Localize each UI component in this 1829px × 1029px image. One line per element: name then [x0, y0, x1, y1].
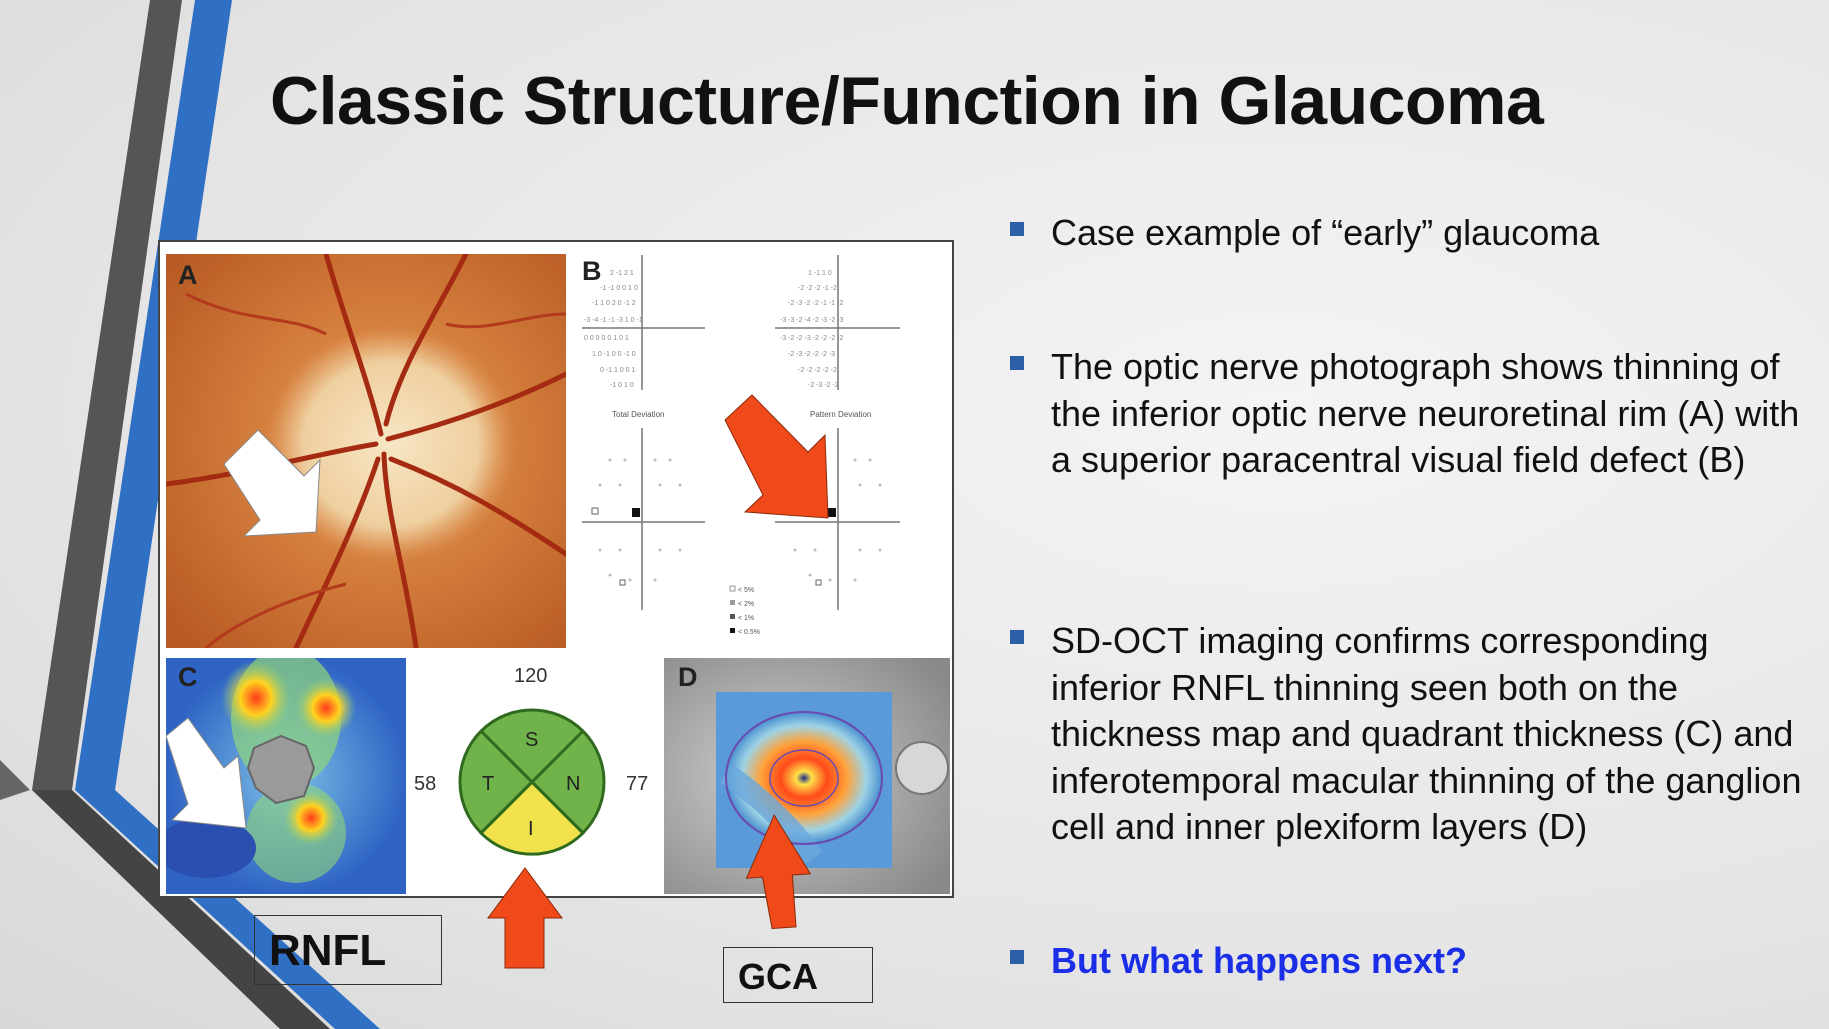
- bullet-text: SD-OCT imaging confirms corresponding in…: [1051, 620, 1802, 847]
- svg-text:1 -1 1 0: 1 -1 1 0: [808, 270, 832, 277]
- panel-label-d: D: [678, 662, 698, 692]
- svg-text:-1 1 0 2 0 -1 2: -1 1 0 2 0 -1 2: [592, 300, 636, 307]
- rnfl-tag: RNFL: [254, 915, 442, 985]
- svg-text:-3 -4 -1 -1 -3 1 0 -1: -3 -4 -1 -1 -3 1 0 -1: [584, 317, 643, 324]
- legend-item-1: < 5%: [738, 587, 754, 594]
- slide-title: Classic Structure/Function in Glaucoma: [270, 63, 1544, 139]
- svg-text:-2 -3 -2 -2 -2 -3: -2 -3 -2 -2 -2 -3: [788, 351, 835, 358]
- svg-text:-2 -2 -2 -2 -2: -2 -2 -2 -2 -2: [798, 367, 837, 374]
- quadrant-temporal: T: [482, 773, 494, 795]
- gca-tag: GCA: [723, 947, 873, 1003]
- svg-text:2 -1 2 1: 2 -1 2 1: [610, 270, 634, 277]
- legend-item-3: < 1%: [738, 615, 754, 622]
- total-deviation-label: Total Deviation: [612, 410, 664, 419]
- quadrant-nasal: N: [566, 773, 580, 795]
- panel-label-c: C: [178, 662, 198, 692]
- quadrant-thickness-chart: S T N I 120 58 77: [408, 650, 658, 896]
- bullet-square-icon: [1010, 630, 1024, 644]
- legend-item-2: < 2%: [738, 601, 754, 608]
- svg-text:0 0 0 0 0 1 0 1: 0 0 0 0 0 1 0 1: [584, 335, 629, 342]
- bullet-square-icon: [1010, 356, 1024, 370]
- figure-composite: A 2 -1 2 1 -1 -1 0 0 1 0 -1 1 0 2 0 -1 2 -…: [158, 240, 954, 898]
- rnfl-thickness-map: [166, 658, 406, 894]
- gca-macular-map: [664, 658, 950, 894]
- svg-text:-3 -3 -2 -4 -2 -3 -2 -3: -3 -3 -2 -4 -2 -3 -2 -3: [780, 317, 844, 324]
- bullet-text: The optic nerve photograph shows thinnin…: [1051, 346, 1800, 480]
- svg-text:1 0 -1 0 0 -1 0: 1 0 -1 0 0 -1 0: [592, 351, 636, 358]
- bullet-text-highlight: But what happens next?: [1051, 940, 1468, 981]
- svg-text:-3 -2 -2 -3 -2 -2 -2 -2: -3 -2 -2 -3 -2 -2 -2 -2: [780, 335, 844, 342]
- bullet-square-icon: [1010, 222, 1024, 236]
- pattern-deviation-label: Pattern Deviation: [810, 410, 871, 419]
- decorative-stripes: [0, 0, 380, 1029]
- svg-text:-1 -1 0 0 1 0: -1 -1 0 0 1 0: [600, 285, 638, 292]
- value-nasal: 77: [626, 773, 648, 795]
- panel-label-a: A: [178, 260, 198, 290]
- svg-text:-1 0 1 0: -1 0 1 0: [610, 382, 634, 389]
- bullet-text: Case example of “early” glaucoma: [1051, 212, 1600, 253]
- value-temporal: 58: [414, 773, 436, 795]
- quadrant-superior: S: [525, 729, 538, 751]
- svg-text:-2 -3 -2 -2 -1 -1 -2: -2 -3 -2 -2 -1 -1 -2: [788, 300, 843, 307]
- svg-text:0 -1 1 0 0 1: 0 -1 1 0 0 1: [600, 367, 636, 374]
- svg-text:-2 -3 -2 -2: -2 -3 -2 -2: [808, 382, 839, 389]
- fundus-photo: [166, 254, 566, 648]
- panel-label-b: B: [582, 256, 602, 286]
- bullet-square-icon: [1010, 950, 1024, 964]
- quadrant-inferior: I: [528, 818, 534, 840]
- value-superior: 120: [514, 665, 547, 687]
- svg-text:-2 -2 -2 -1 -2: -2 -2 -2 -1 -2: [798, 285, 837, 292]
- visual-field-plots: 2 -1 2 1 -1 -1 0 0 1 0 -1 1 0 2 0 -1 2 -3 …: [570, 250, 952, 646]
- legend-item-4: < 0.5%: [738, 629, 760, 636]
